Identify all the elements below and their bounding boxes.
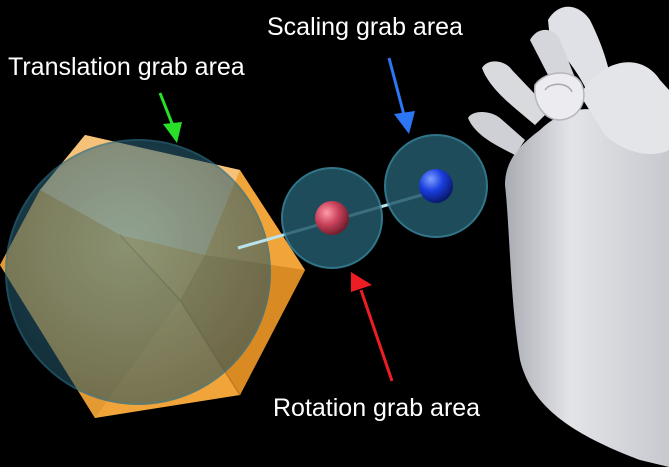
translation-grab-sphere[interactable] bbox=[5, 139, 271, 405]
red-arrow-icon bbox=[351, 272, 394, 382]
scaling-handle-ball[interactable] bbox=[419, 169, 453, 203]
translation-grab-area-label: Translation grab area bbox=[8, 53, 245, 81]
blue-arrow-icon bbox=[387, 57, 415, 134]
scaling-grab-area-label: Scaling grab area bbox=[267, 13, 463, 41]
rotation-handle-ball[interactable] bbox=[315, 201, 349, 235]
hand bbox=[468, 6, 669, 467]
rotation-grab-area-label: Rotation grab area bbox=[273, 394, 481, 422]
green-arrow-icon bbox=[158, 92, 182, 143]
